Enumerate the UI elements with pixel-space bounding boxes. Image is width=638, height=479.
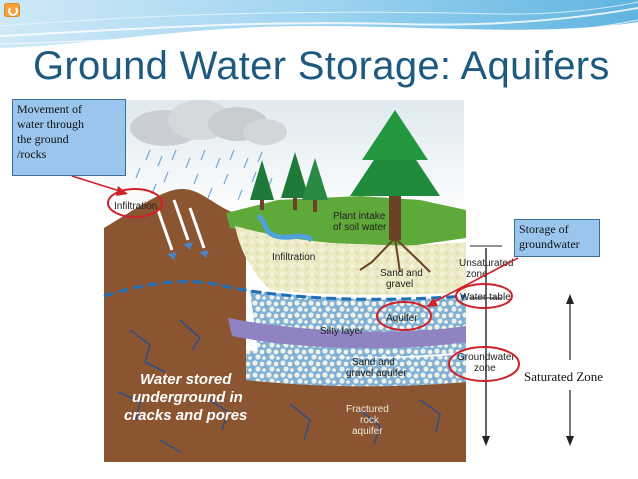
stream [256, 213, 314, 243]
rock-cracks [117, 319, 441, 453]
label-groundwater-zone-2: zone [474, 363, 496, 374]
ppt-app-icon [4, 3, 20, 17]
silty-layer [228, 318, 466, 349]
label-plant-intake-2: of soil water [333, 222, 387, 233]
saturated-zone-label: Saturated Zone [524, 369, 604, 384]
fractured-rock-layer [246, 380, 466, 462]
callout-storage-of-groundwater: Storage of groundwater [514, 219, 600, 257]
callout-movement-line-4: /rocks [17, 147, 47, 161]
label-infiltration-mid: Infiltration [272, 252, 315, 263]
callout-movement-line-1: Movement of [17, 102, 82, 116]
label-fractured-rock-1: Fractured [346, 404, 389, 415]
infiltration-arrowheads [167, 242, 209, 260]
label-water-stored-1: Water stored [140, 371, 232, 388]
lower-aquifer-layer [246, 350, 466, 387]
label-aquifer: Aquifer [386, 313, 418, 324]
label-silty-layer: Silty layer [320, 326, 364, 337]
label-sand-gravel-1: Sand and [380, 268, 423, 279]
highlight-circle-infiltration [107, 188, 163, 218]
label-water-stored-3: cracks and pores [124, 407, 247, 424]
label-sand-gravel-2: gravel [386, 279, 413, 290]
callout-arrows [71, 175, 519, 307]
grass-surface [226, 196, 466, 246]
diagram-text: Infiltration Infiltration Plant intake o… [114, 201, 515, 437]
hill-soil [104, 189, 246, 463]
highlight-circle-groundwater-zone [448, 346, 520, 382]
label-fractured-rock-3: aquifer [352, 426, 383, 437]
callout-movement-line-2: water through [17, 117, 84, 131]
callout-storage-line-2: groundwater [519, 237, 580, 251]
slide-title: Ground Water Storage: Aquifers [33, 44, 610, 88]
depth-arrow [470, 245, 502, 446]
large-pine-tree-icon [350, 110, 440, 273]
highlight-circle-aquifer [376, 301, 432, 331]
label-plant-intake-1: Plant intake [333, 211, 386, 222]
label-unsaturated-1: Unsaturated [459, 258, 513, 269]
label-water-stored-2: underground in [132, 389, 243, 406]
infiltration-arrows [156, 199, 206, 251]
unsaturated-sand-layer [235, 226, 466, 295]
pine-tree-icon [250, 152, 328, 212]
label-fractured-rock-2: rock [360, 415, 380, 426]
header-swoosh-band [0, 0, 638, 48]
label-sand-gravel-aquifer-2: gravel aquifer [346, 368, 407, 379]
callout-movement-of-water: Movement of water through the ground /ro… [12, 99, 126, 176]
label-groundwater-zone-1: Groundwater [457, 352, 515, 363]
highlight-circles [107, 188, 520, 382]
label-infiltration-hill: Infiltration [114, 201, 157, 212]
saturated-zone-arrows [566, 294, 574, 446]
rain-cloud-icon [130, 100, 287, 201]
water-table-line [103, 280, 467, 301]
label-unsaturated-2: zone [466, 269, 488, 280]
callout-movement-line-3: the ground [17, 132, 69, 146]
label-sand-gravel-aquifer-1: Sand and [352, 357, 395, 368]
callout-storage-line-1: Storage of [519, 222, 569, 236]
highlight-circle-water-table [455, 283, 513, 309]
label-water-table: Water table [460, 292, 511, 303]
